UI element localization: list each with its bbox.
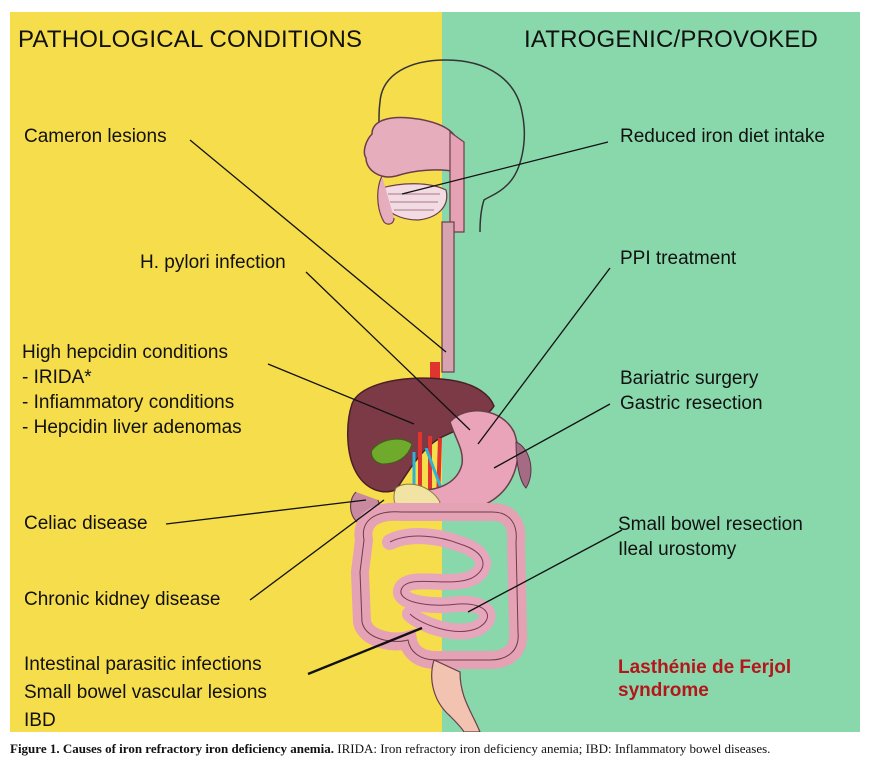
label-hepcidin-inflammatory: - Infiammatory conditions: [22, 392, 235, 413]
leader-ppi: [477, 267, 611, 445]
leader-cameron: [189, 139, 447, 353]
figure: PATHOLOGICAL CONDITIONS IATROGENIC/PROVO…: [10, 12, 860, 732]
label-bariatric: Bariatric surgery: [620, 368, 759, 389]
gallbladder: [371, 438, 413, 465]
label-hepcidin-title: High hepcidin conditions: [22, 342, 228, 363]
label-ppi: PPI treatment: [620, 248, 737, 269]
aorta-segment: [430, 362, 440, 392]
small-intestine: [382, 528, 496, 640]
label-h-pylori: H. pylori infection: [140, 252, 286, 273]
nasal-cavity: [363, 116, 457, 178]
leader-hpylori: [305, 271, 471, 431]
leader-lines: [165, 139, 623, 676]
leader-parasitic: [307, 626, 423, 676]
rectum: [431, 659, 481, 732]
label-celiac: Celiac disease: [24, 513, 148, 534]
pharynx: [449, 130, 465, 233]
label-diet: Reduced iron diet intake: [620, 126, 825, 147]
caption-text: IRIDA: Iron refractory iron deficiency a…: [333, 741, 771, 756]
label-lasthenie-2: syndrome: [618, 680, 709, 701]
leader-ckd: [249, 499, 385, 601]
label-bowel-resection: Small bowel resection: [618, 514, 803, 535]
label-hepcidin-irida: - IRIDA*: [22, 367, 92, 388]
digestive-system-illustration: [165, 59, 623, 732]
label-urostomy: Ileal urostomy: [618, 539, 737, 560]
label-ckd: Chronic kidney disease: [24, 589, 221, 610]
leader-hepcidin: [267, 363, 415, 425]
label-hepcidin-adenomas: - Hepcidin liver adenomas: [22, 417, 242, 438]
jaw: [377, 175, 395, 225]
label-vascular: Small bowel vascular lesions: [24, 682, 267, 703]
leader-bowel-resection: [467, 529, 623, 613]
label-parasitic: Intestinal parasitic infections: [24, 654, 262, 675]
leader-bariatric: [493, 403, 611, 469]
leader-diet: [401, 141, 609, 195]
label-gastric: Gastric resection: [620, 393, 763, 414]
head-outline: [379, 59, 525, 233]
label-lasthenie-1: Lasthénie de Ferjol: [618, 657, 792, 678]
caption-title: Figure 1. Causes of iron refractory iron…: [10, 741, 334, 756]
label-ibd: IBD: [24, 710, 56, 731]
label-cameron-lesions: Cameron lesions: [24, 126, 167, 147]
figure-caption: Figure 1. Causes of iron refractory iron…: [10, 741, 860, 756]
leader-celiac: [165, 499, 367, 525]
pathological-header: PATHOLOGICAL CONDITIONS: [18, 26, 363, 53]
iatrogenic-header: IATROGENIC/PROVOKED: [524, 26, 819, 53]
esophagus: [441, 221, 455, 373]
